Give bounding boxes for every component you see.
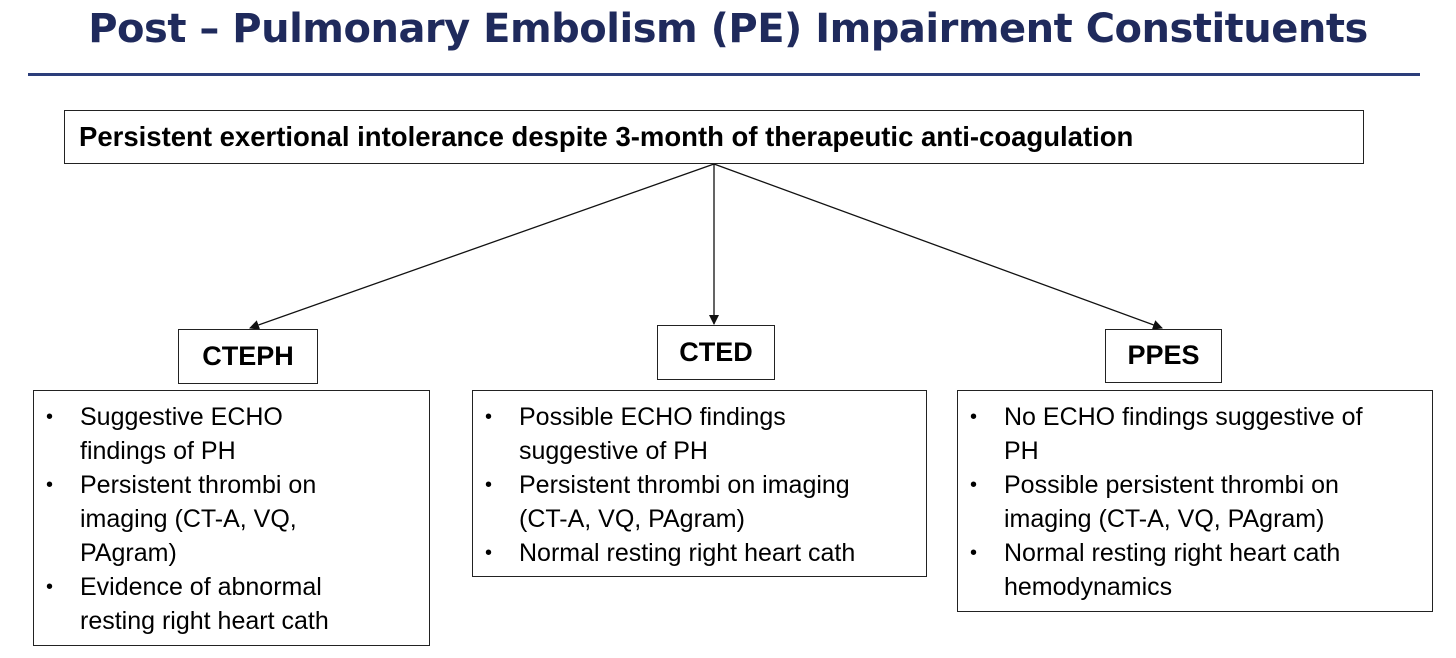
ppes-label-box: PPES [1105,329,1222,383]
arrow-to-cteph [249,163,715,330]
ppes-bullet-list: No ECHO findings suggestive of PH Possib… [958,400,1432,604]
cteph-bullet-list: Suggestive ECHO findings of PH Persisten… [34,400,429,638]
cteph-details-box: Suggestive ECHO findings of PH Persisten… [33,390,430,646]
list-item: Possible ECHO findings suggestive of PH [473,400,926,468]
cted-details-box: Possible ECHO findings suggestive of PH … [472,390,927,577]
cted-label-box: CTED [657,325,775,380]
list-item: No ECHO findings suggestive of PH [958,400,1432,468]
exertional-intolerance-box: Persistent exertional intolerance despit… [64,110,1364,164]
arrow-to-ppes [713,163,1163,330]
page-title: Post – Pulmonary Embolism (PE) Impairmen… [88,6,1368,52]
cteph-label-box: CTEPH [178,329,318,384]
list-item: Suggestive ECHO findings of PH [34,400,429,468]
list-item: Evidence of abnormal resting right heart… [34,570,429,638]
ppes-details-box: No ECHO findings suggestive of PH Possib… [957,390,1433,612]
list-item: Possible persistent thrombi on imaging (… [958,468,1432,536]
list-item: Persistent thrombi on imaging (CT-A, VQ,… [473,468,926,536]
list-item: Persistent thrombi on imaging (CT-A, VQ,… [34,468,429,570]
list-item: Normal resting right heart cath hemodyna… [958,536,1432,604]
title-underline [28,73,1420,76]
list-item: Normal resting right heart cath [473,536,926,570]
cted-bullet-list: Possible ECHO findings suggestive of PH … [473,400,926,570]
